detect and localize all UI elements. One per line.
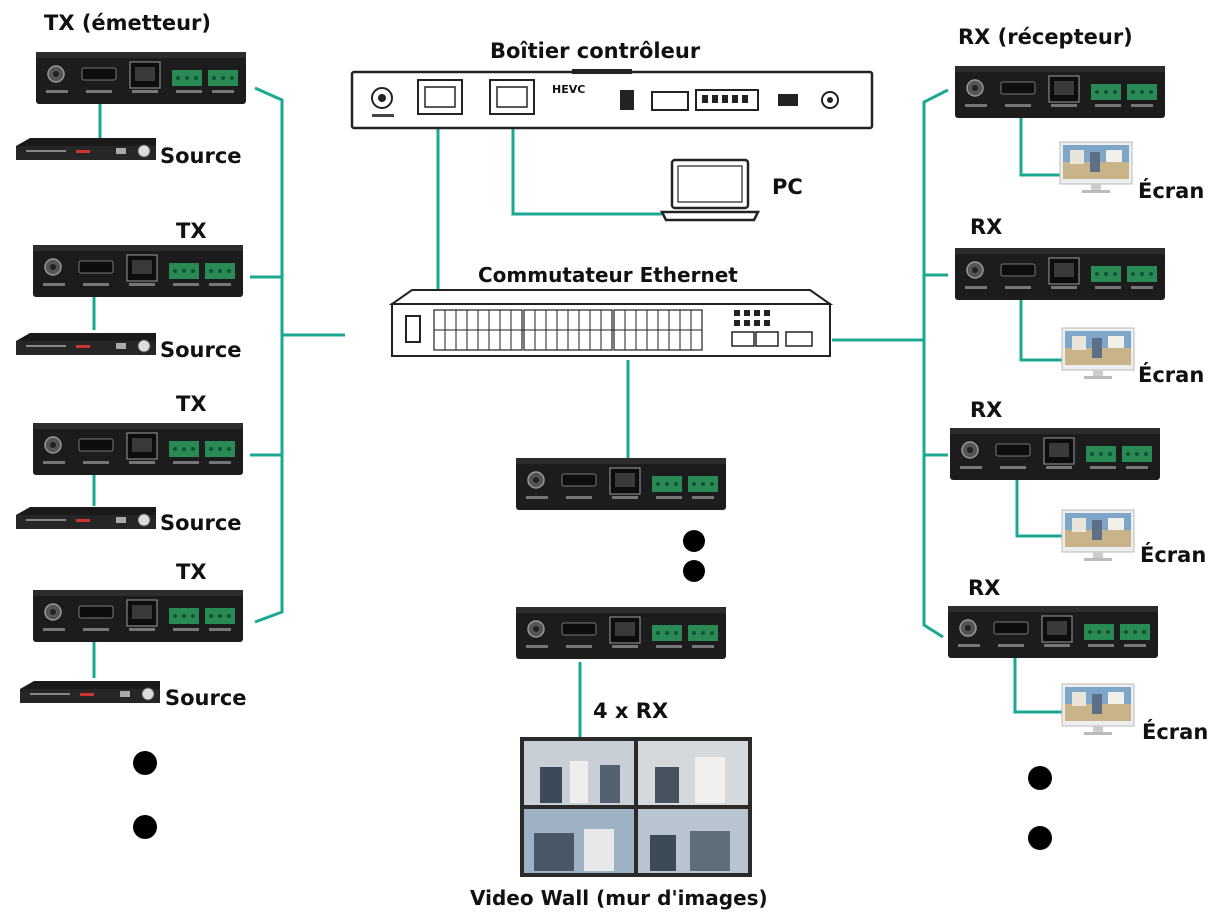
screen-3 [1061,509,1135,562]
wall-more-dot-1 [683,530,705,552]
screen-label-3: Écran [1140,542,1206,567]
tx-title: TX (émetteur) [44,11,211,35]
rx-more-dot-2 [1028,826,1052,850]
source-player-1 [15,137,157,161]
ethernet-switch [388,289,834,357]
rx-more-dot-1 [1028,766,1052,790]
screen-4 [1061,683,1135,736]
tx-unit-3 [32,422,244,476]
rx-title: RX (récepteur) [958,25,1133,49]
tx-label-3: TX [176,392,207,416]
rx-unit-1 [954,65,1166,119]
rx-unit-4 [947,605,1159,659]
source-player-4 [19,680,161,704]
source-label-1: Source [160,144,242,168]
rx-label-2: RX [970,215,1002,239]
pc-laptop-icon [659,158,761,222]
connection-lines [92,86,1062,737]
source-player-2 [15,332,157,356]
screen-1 [1059,141,1133,194]
screen-label-2: Écran [1138,362,1204,387]
rx-unit-2 [954,247,1166,301]
source-label-2: Source [160,338,242,362]
pc-label: PC [772,175,803,199]
wall-rx-unit-1 [515,457,727,511]
tx-unit-4 [32,589,244,643]
wall-more-dot-2 [683,560,705,582]
rx-unit-3 [949,427,1161,481]
wall-rx-count: 4 x RX [593,699,668,723]
rx-label-3: RX [970,398,1002,422]
wall-rx-unit-2 [515,606,727,660]
tx-unit-2 [32,244,244,298]
switch-title: Commutateur Ethernet [478,263,738,287]
source-label-3: Source [160,511,242,535]
tx-more-dot-1 [133,751,157,775]
controller-title: Boîtier contrôleur [490,39,701,63]
wall-title: Video Wall (mur d'images) [470,886,768,910]
source-label-4: Source [165,686,247,710]
rx-label-4: RX [968,576,1000,600]
tx-label-4: TX [176,560,207,584]
screen-label-1: Écran [1138,178,1204,203]
tx-more-dot-2 [133,815,157,839]
screen-label-4: Écran [1142,719,1208,744]
tx-label-2: TX [176,219,207,243]
tx-unit-1 [35,51,247,105]
screen-2 [1061,327,1135,380]
video-wall [520,737,752,877]
controller-brand: HEVC [552,83,585,96]
controller-box: HEVC [350,69,874,130]
source-player-3 [15,506,157,530]
